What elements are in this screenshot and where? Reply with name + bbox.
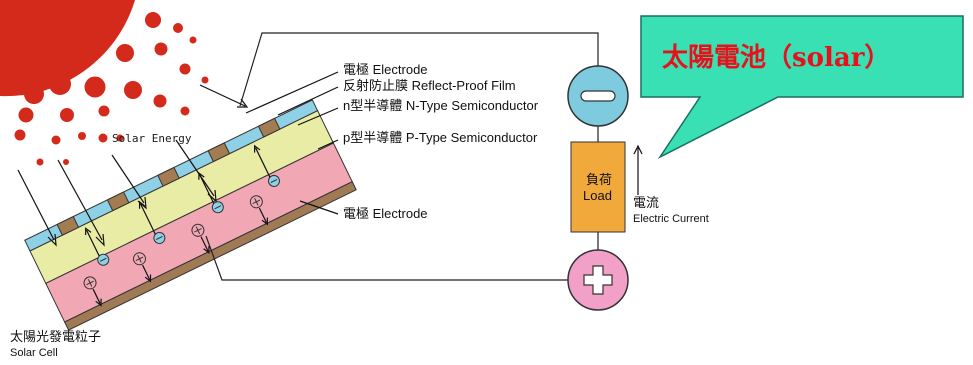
top-contacts — [56, 117, 281, 236]
solar-cell-panel — [24, 99, 357, 331]
negative-terminal — [567, 65, 629, 127]
label-reflect-proof-film: 反射防止膜 Reflect-Proof Film — [343, 78, 516, 93]
load-label-en: Load — [583, 188, 612, 203]
load-label-zh: 負荷 — [586, 172, 612, 187]
callout-text: 太陽電池（solar） — [662, 43, 890, 73]
positive-terminal — [567, 249, 629, 311]
label-electrode-top: 電極 Electrode — [343, 62, 428, 77]
label-solar-cell-zh: 太陽光發電粒子 — [10, 329, 101, 344]
current-arrow — [633, 144, 643, 195]
label-n-type-semiconductor: n型半導體 N-Type Semiconductor — [343, 98, 539, 113]
carrier-arrows — [85, 144, 271, 307]
leader-lines — [245, 71, 339, 215]
solar-energy-label: Solar Energy — [112, 132, 192, 145]
label-current-en: Electric Current — [633, 213, 709, 225]
light-dots — [6, 12, 209, 166]
load-box: 負荷 Load — [570, 141, 626, 233]
label-current-zh: 電流 — [633, 195, 659, 210]
sun-graphic: Solar Energy — [0, 0, 209, 166]
callout-bubble: 太陽電池（solar） — [640, 15, 964, 159]
hole-carriers — [83, 195, 263, 290]
label-electrode-bottom: 電極 Electrode — [343, 206, 428, 221]
solar-energy-bullet — [98, 133, 108, 143]
label-p-type-semiconductor: p型半導體 P-Type Semiconductor — [343, 130, 538, 145]
light-ray-arrows — [17, 84, 249, 247]
sun-disc — [0, 0, 135, 97]
label-solar-cell-en: Solar Cell — [10, 347, 58, 359]
electron-carriers — [97, 174, 280, 266]
circuit-wires — [205, 32, 599, 281]
